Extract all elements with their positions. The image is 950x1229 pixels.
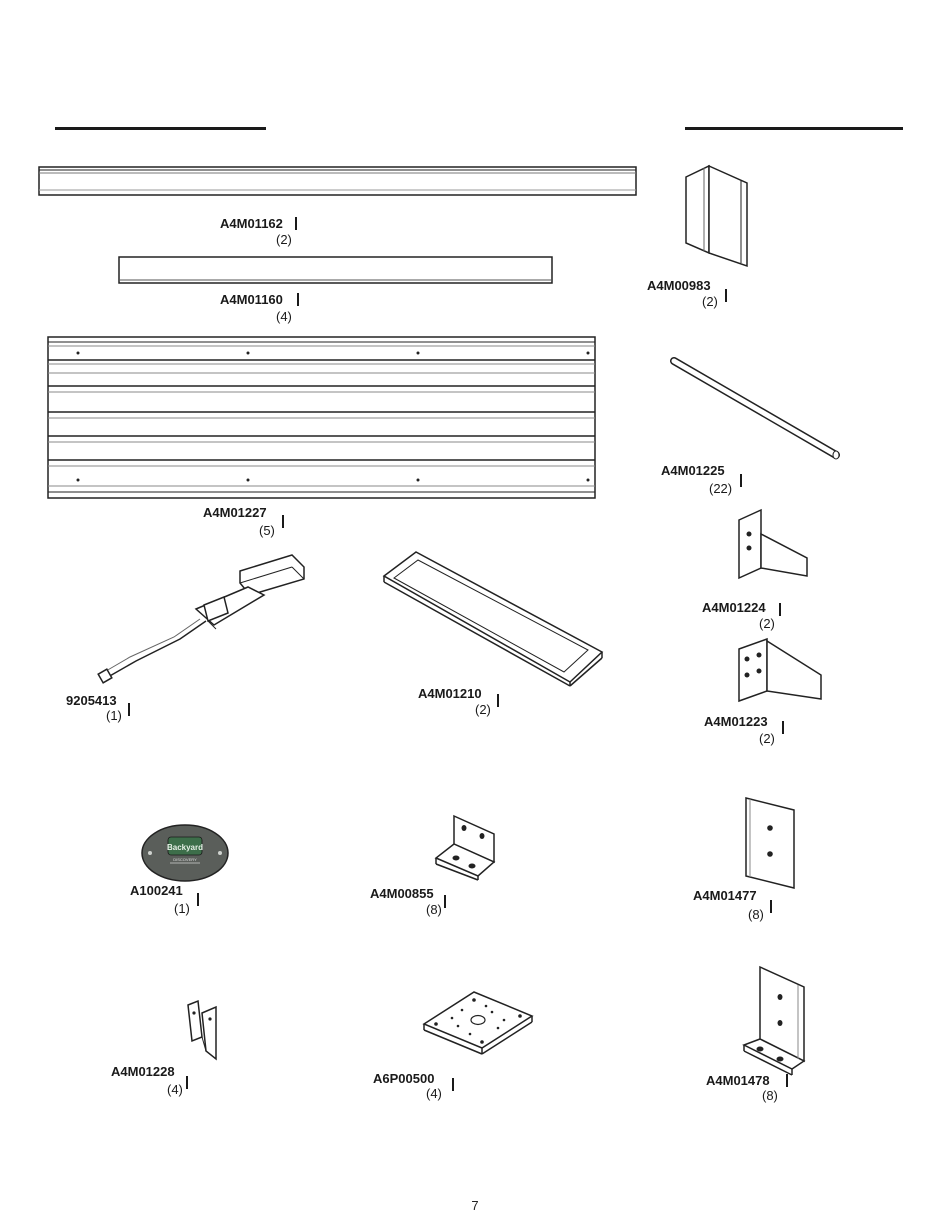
- part-code: A4M00855: [370, 886, 434, 901]
- label-tick: [786, 1074, 788, 1087]
- label-tick: [770, 900, 772, 913]
- l-bracket-drawing: [740, 965, 810, 1069]
- label-tick: [740, 474, 742, 487]
- angle-bracket-drawing: [432, 812, 498, 880]
- part-qty: (1): [174, 901, 190, 916]
- part-qty: (1): [106, 708, 122, 723]
- part-code: A4M01477: [693, 888, 757, 903]
- label-tick: [197, 893, 199, 906]
- part-qty: (2): [475, 702, 491, 717]
- part-code: A100241: [130, 883, 183, 898]
- label-tick: [186, 1076, 188, 1089]
- part-qty: (2): [702, 294, 718, 309]
- rod-drawing: [668, 355, 844, 461]
- part-qty: (4): [276, 309, 292, 324]
- label-tick: [128, 703, 130, 716]
- part-code: 9205413: [66, 693, 117, 708]
- part-qty: (2): [759, 616, 775, 631]
- part-qty: (4): [426, 1086, 442, 1101]
- page-number: 7: [0, 1198, 950, 1213]
- part-code: A4M01224: [702, 600, 766, 615]
- part-qty: (2): [759, 731, 775, 746]
- corner-angle-drawing: [683, 163, 755, 267]
- part-code: A4M01228: [111, 1064, 175, 1079]
- label-tick: [452, 1078, 454, 1091]
- label-tick: [779, 603, 781, 616]
- part-qty: (8): [762, 1088, 778, 1103]
- ribbed-panel-drawing: [47, 336, 597, 500]
- badge-brand-text: Backyard: [167, 843, 203, 852]
- header-rule-right: [685, 127, 903, 130]
- part-code: A4M01227: [203, 505, 267, 520]
- long-rail-drawing: [38, 165, 638, 197]
- label-tick: [444, 895, 446, 908]
- header-rule-left: [55, 127, 266, 130]
- part-qty: (8): [748, 907, 764, 922]
- part-qty: (22): [709, 481, 732, 496]
- part-code: A4M01223: [704, 714, 768, 729]
- part-code: A4M00983: [647, 278, 711, 293]
- label-tick: [297, 293, 299, 306]
- label-tick: [782, 721, 784, 734]
- tray-frame-drawing: [382, 548, 604, 686]
- label-tick: [282, 515, 284, 528]
- badge-sub-text: DISCOVERY: [173, 857, 197, 862]
- base-plate-drawing: [422, 990, 534, 1058]
- gusset-bracket-drawing: [735, 637, 825, 703]
- gusset-bracket-drawing: [735, 508, 811, 580]
- part-code: A4M01225: [661, 463, 725, 478]
- part-code: A4M01162: [220, 216, 283, 231]
- part-qty: (2): [276, 232, 292, 247]
- part-code: A4M01210: [418, 686, 482, 701]
- label-tick: [725, 289, 727, 302]
- part-code: A4M01478: [706, 1073, 770, 1088]
- label-tick: [497, 694, 499, 707]
- flat-plate-drawing: [742, 796, 798, 890]
- flat-bar-drawing: [118, 256, 554, 286]
- part-qty: (8): [426, 902, 442, 917]
- part-code: A6P00500: [373, 1071, 434, 1086]
- oval-badge-drawing: Backyard DISCOVERY: [140, 823, 230, 883]
- part-qty: (4): [167, 1082, 183, 1097]
- small-angle-drawing: [186, 999, 220, 1063]
- part-code: A4M01160: [220, 292, 283, 307]
- light-kit-drawing: [96, 553, 308, 693]
- label-tick: [295, 217, 297, 230]
- part-qty: (5): [259, 523, 275, 538]
